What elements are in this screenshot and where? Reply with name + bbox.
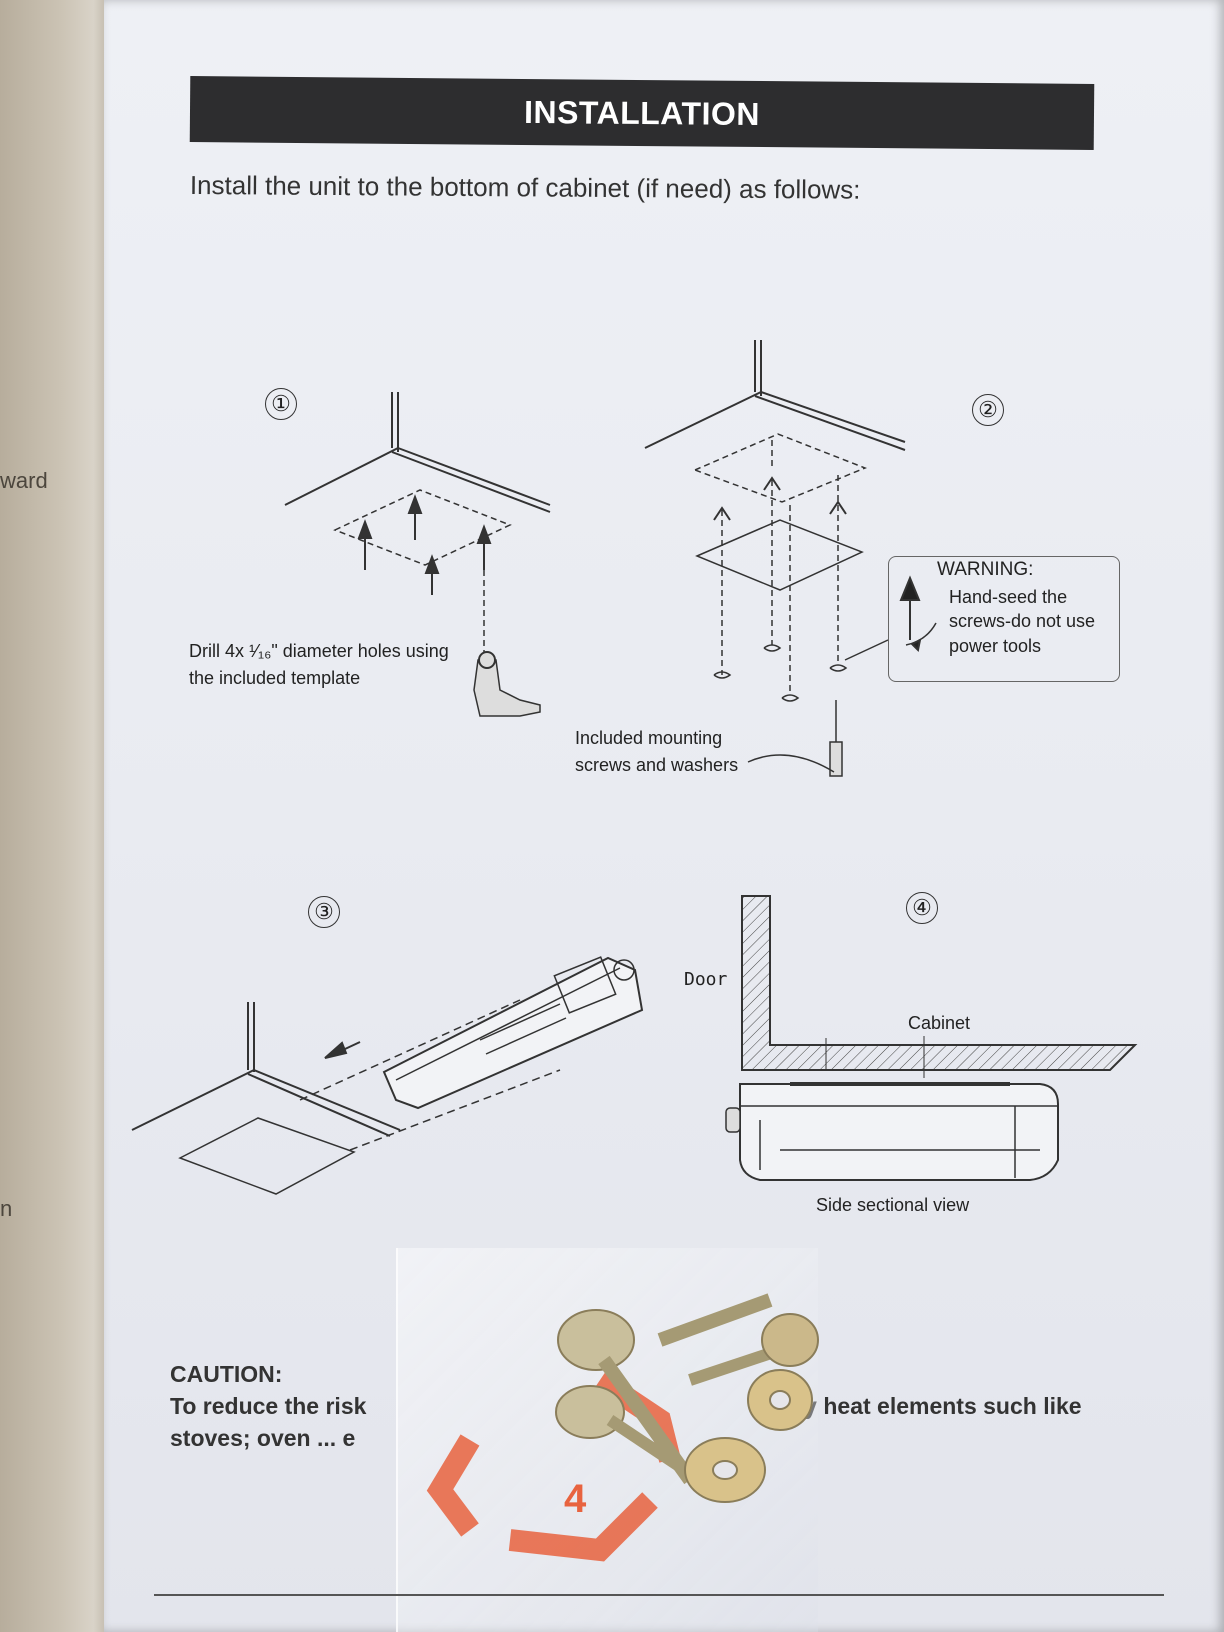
bag-print-number: 4 — [564, 1477, 587, 1521]
step-1-text-line1: Drill 4x ¹⁄₁₆" diameter holes using — [189, 641, 449, 661]
step-1-text: Drill 4x ¹⁄₁₆" diameter holes using the … — [189, 638, 449, 692]
warning-text: Hand-seed the screws-do not use power to… — [949, 587, 1096, 656]
step-2-text-line2: screws and washers — [575, 755, 739, 775]
bottom-rule — [154, 1594, 1164, 1596]
manual-page — [104, 0, 1224, 1632]
spine-text-bottom: n — [0, 1196, 13, 1221]
step-1-text-line2: the included template — [189, 668, 361, 688]
caution-line1-left: To reduce the risk — [170, 1393, 367, 1419]
step-4-diagram — [725, 895, 1138, 1181]
step-2-text-line1: Included mounting — [575, 728, 723, 748]
screws — [555, 1293, 819, 1503]
book-spine: ward n — [0, 0, 110, 1632]
step-1-number: ① — [265, 388, 297, 420]
step-2-diagram — [644, 340, 906, 777]
warning-title: WARNING: — [937, 559, 1034, 580]
step-3-number: ③ — [308, 896, 340, 928]
side-view-caption: Side sectional view — [816, 1195, 970, 1215]
caution-title: CAUTION: — [170, 1361, 283, 1387]
cabinet-label: Cabinet — [908, 1013, 971, 1033]
caution-line2: stoves; oven ... e — [170, 1425, 356, 1452]
spine-text-top: ward — [0, 468, 48, 493]
step-4-number: ④ — [906, 892, 938, 924]
step-1-diagram — [284, 392, 551, 717]
door-label: Door — [684, 969, 728, 990]
warning-box: WARNING: Hand-seed the screws-do not use… — [888, 556, 1120, 682]
step-3-diagram — [131, 956, 644, 1195]
step-2-text: Included mounting screws and washers — [575, 725, 738, 779]
warning-screw-icon — [899, 575, 937, 653]
step-2-number: ② — [972, 394, 1004, 426]
